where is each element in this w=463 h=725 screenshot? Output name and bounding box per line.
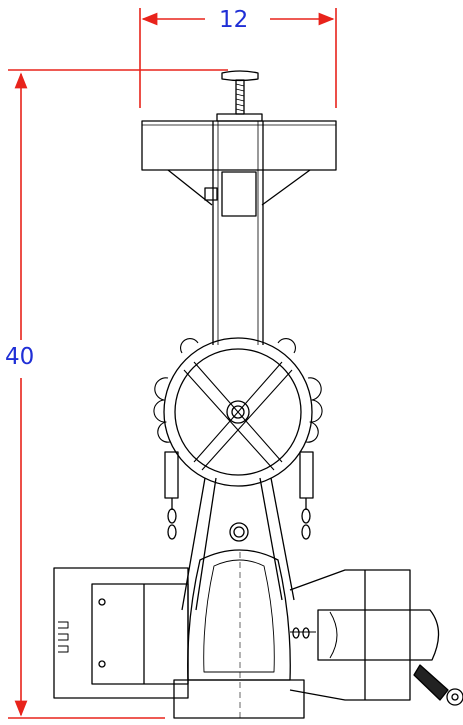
dimension-width-label: 12 [216,8,252,32]
crank-handle [413,664,463,706]
dimension-height [8,69,228,719]
mast-column [212,121,264,345]
dimension-height-label: 40 [2,345,38,369]
top-screw-handle [221,70,259,115]
dimension-width [139,8,337,108]
left-side-plate [53,567,189,699]
side-brackets [164,451,314,540]
right-side-plate [289,569,440,701]
base-housing [173,549,305,719]
top-plate [141,113,337,206]
winch-wheel [153,337,323,487]
lower-body [181,477,295,611]
